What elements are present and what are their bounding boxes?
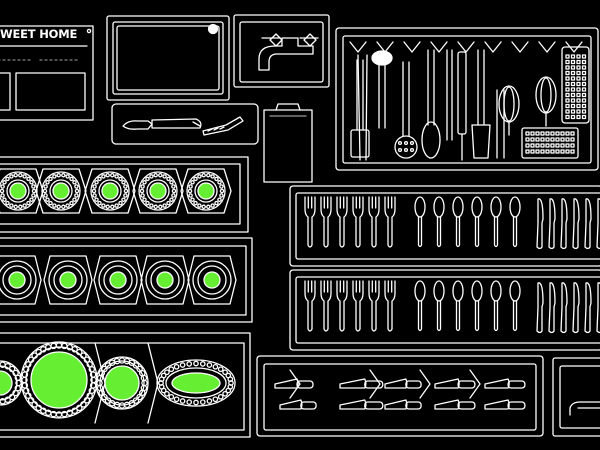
knife-icon [339,399,384,410]
plate-icon [156,359,236,407]
spoon-icon [452,280,464,332]
spoon-icon [433,280,445,332]
whisk-icon [498,76,557,136]
fork-icon [320,280,332,332]
table-knife-icon [572,282,580,334]
plate-icon [180,168,232,214]
kitchen-sign-text: WEET HOME [0,27,78,41]
knife-icon [484,378,526,389]
spoon-icon [509,196,521,248]
spoon-icon [433,196,445,248]
kitchen-sign-icon [0,25,94,121]
fork-icon [368,280,380,332]
table-knife-icon [584,198,592,250]
plate-icon [132,168,184,214]
knife-icon [434,399,476,410]
fork-icon [384,280,396,332]
table-knife-icon [536,198,544,250]
spatula-icon [350,59,370,158]
spoon-icon [490,196,502,248]
spoon-icon [509,280,521,332]
knife-icon [384,378,422,389]
table-knife-icon [572,198,580,250]
fork-icon [384,196,396,248]
plate-icon [0,255,42,305]
fork-icon [368,196,380,248]
plate-icon [35,168,87,214]
spoon-icon [490,280,502,332]
spoon-icon [414,280,426,332]
table-knife-icon [596,282,600,334]
plate-icon [0,237,253,323]
spoon-icon [471,196,483,248]
knife-icon [484,399,526,410]
knife-icon [339,378,384,389]
table-knife-icon [560,198,568,250]
ladle-icon [371,50,418,159]
plate-icon [84,168,136,214]
knife-icon [434,378,476,389]
table-knife-icon [596,198,600,250]
spoon-icon [452,196,464,248]
spoon-icon [471,280,483,332]
fork-icon [320,196,332,248]
fork-icon [352,280,364,332]
plate-icon [20,341,98,419]
utensil-rack-icon [335,27,599,171]
table-knife-icon [584,282,592,334]
plate-icon [0,332,251,438]
faucet-icon [233,14,330,88]
fork-icon [289,185,600,351]
plate-icon [0,168,44,214]
fork-icon [304,280,316,332]
faucet-icon [552,357,600,437]
plate-icon [93,255,143,305]
plate-icon [0,156,249,233]
fork-icon [336,280,348,332]
plate-icon [0,360,23,406]
knife-icon [111,103,259,145]
plate-icon [95,356,149,410]
paper-towel-icon [263,103,313,183]
knife-icon [279,399,317,410]
cutting-board-icon [106,15,230,101]
fork-icon [304,196,316,248]
grater-icon [496,46,590,159]
plate-icon [140,255,190,305]
spoon-icon [421,49,491,161]
spoon-icon [414,196,426,248]
table-knife-icon [560,282,568,334]
plate-icon [187,255,237,305]
fork-icon [336,196,348,248]
table-knife-icon [548,198,556,250]
plate-icon [43,255,93,305]
table-knife-icon [548,282,556,334]
knife-icon [274,378,314,389]
knife-icon [256,355,544,437]
fork-icon [352,196,364,248]
knife-icon [384,399,422,410]
table-knife-icon [536,282,544,334]
